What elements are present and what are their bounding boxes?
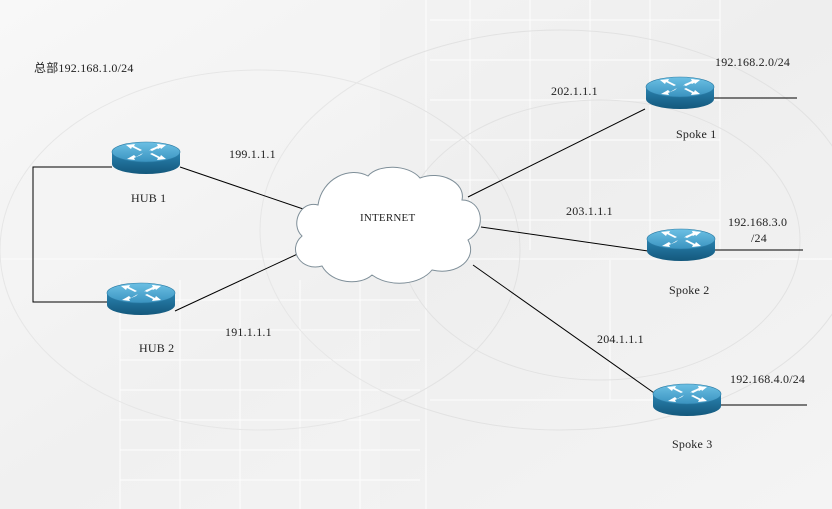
spoke3-subnet: 192.168.4.0/24 bbox=[730, 372, 806, 386]
spoke2-router bbox=[646, 228, 716, 262]
hub1-router bbox=[111, 141, 181, 175]
hub1-name: HUB 1 bbox=[131, 191, 167, 205]
spoke1-router bbox=[645, 76, 715, 110]
router-icon bbox=[106, 282, 176, 316]
spoke1-subnet: 192.168.2.0/24 bbox=[715, 55, 791, 69]
spoke2-subnet-line2: /24 bbox=[751, 231, 767, 245]
spoke3-router bbox=[652, 383, 722, 417]
link-hub1-internet bbox=[179, 166, 313, 213]
spoke1-ip: 202.1.1.1 bbox=[551, 84, 598, 98]
internet-label: INTERNET bbox=[360, 212, 416, 224]
spoke3-ip: 204.1.1.1 bbox=[597, 332, 644, 346]
spoke2-ip: 203.1.1.1 bbox=[566, 204, 613, 218]
hub2-name: HUB 2 bbox=[139, 341, 175, 355]
router-icon bbox=[111, 141, 181, 175]
hq-subnet-label: 总部192.168.1.0/24 bbox=[34, 61, 134, 75]
cloud-icon bbox=[295, 166, 481, 284]
link-internet-spoke2 bbox=[480, 226, 649, 252]
hub2-ip: 191.1.1.1 bbox=[225, 325, 272, 339]
links bbox=[32, 97, 807, 406]
hub2-router bbox=[106, 282, 176, 316]
link-hub2-internet bbox=[174, 250, 305, 312]
hub-redundant-link bbox=[32, 166, 112, 303]
router-icon bbox=[646, 228, 716, 262]
spoke2-name: Spoke 2 bbox=[669, 283, 710, 297]
link-internet-spoke3 bbox=[472, 264, 658, 396]
spoke1-name: Spoke 1 bbox=[676, 127, 717, 141]
hub1-ip: 199.1.1.1 bbox=[229, 147, 276, 161]
router-icon bbox=[645, 76, 715, 110]
router-icon bbox=[652, 383, 722, 417]
spoke2-subnet-line1: 192.168.3.0 bbox=[728, 215, 788, 229]
spoke3-name: Spoke 3 bbox=[672, 437, 713, 451]
link-internet-spoke1 bbox=[467, 108, 646, 198]
